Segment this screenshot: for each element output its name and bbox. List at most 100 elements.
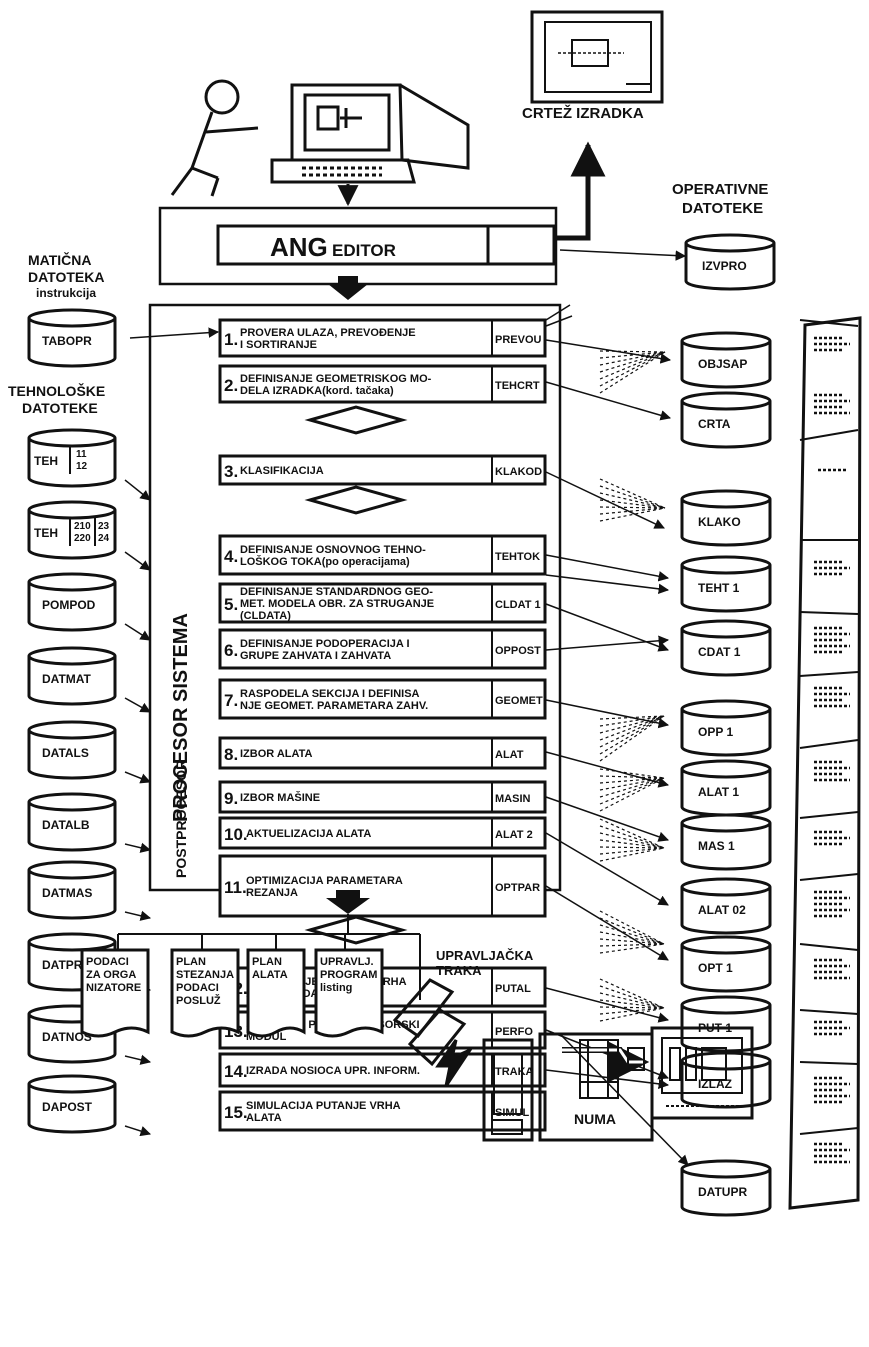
step-code: TEHCRT (495, 380, 540, 392)
datafile-label: TEH (34, 454, 58, 468)
step-code: OPTPAR (495, 882, 540, 894)
datafile-label: CDAT 1 (698, 645, 741, 659)
datafile-label: POMPOD (42, 598, 96, 612)
data-flow-line (599, 1006, 665, 1009)
datafile-label: TEHT 1 (698, 581, 740, 595)
connection-line (124, 1125, 152, 1137)
connection-line (124, 910, 152, 921)
process-step: 5.DEFINISANJE STANDARDNOG GEO-MET. MODEL… (218, 582, 547, 624)
datafile-label: DATALB (42, 818, 90, 832)
printout-fold (799, 429, 859, 441)
step-text: LOŠKOG TOKA(po operacijama) (240, 555, 410, 568)
data-flow-line (599, 847, 665, 862)
data-flow-line (599, 825, 665, 849)
data-flow-line (599, 847, 665, 855)
data-flow-line (599, 485, 666, 509)
printout-fold (799, 611, 859, 615)
data-flow-line (599, 351, 666, 394)
datafile-label: DATMAS (42, 886, 92, 900)
step-code: KLAKOD (495, 466, 542, 478)
step-number: 3. (224, 462, 238, 481)
maticna-title-line2: DATOTEKA (28, 269, 104, 285)
step-text: AKTUELIZACIJA ALATA (246, 828, 371, 840)
datafile-cylinder: DATMAT (27, 646, 117, 706)
output-document-text: STEZANJA (176, 969, 234, 981)
datafile-cylinder: OPT 1 (680, 935, 772, 993)
step-code: GEOMET (495, 695, 543, 707)
datafile-cylinder: CDAT 1 (680, 619, 772, 677)
printout-fold (799, 671, 859, 677)
step-code: ALAT 2 (495, 829, 533, 841)
connection-line (124, 697, 151, 713)
procesor-vertical-label: PROCESOR SISTEMA (170, 613, 192, 822)
step-number: 11. (224, 878, 247, 897)
connection-line (545, 832, 669, 906)
control-tape-icon (392, 978, 475, 1087)
datafile-cylinder: ALAT 02 (680, 877, 772, 935)
connection-line (545, 885, 669, 961)
datafile-cylinder: DATUPR (680, 1159, 772, 1217)
printout-paper (788, 316, 862, 1210)
editor-to-drawing-line (556, 141, 606, 241)
datafile-label: MAS 1 (698, 839, 735, 853)
datafile-label: ALAT 1 (698, 785, 739, 799)
step-text: KLASIFIKACIJA (240, 465, 324, 477)
output-document-text: ZA ORGA (86, 969, 136, 981)
data-flow-line (599, 715, 665, 741)
process-step: 4.DEFINISANJE OSNOVNOG TEHNO-LOŠKOG TOKA… (218, 534, 547, 576)
step-text: SIMULACIJA PUTANJE VRHA (246, 1100, 401, 1112)
output-document-text: POSLUŽ (176, 994, 221, 1007)
datafile-label: TABOPR (42, 334, 92, 348)
datafile-label: DATMAT (42, 672, 92, 686)
data-flow-line (599, 943, 665, 947)
output-document-text: PLAN (176, 956, 206, 968)
connection-line (545, 635, 670, 651)
datafile-sub: 210 (74, 521, 91, 532)
step-number: 7. (224, 691, 238, 710)
maticna-title-line1: MATIČNA (28, 251, 92, 268)
processor-down-arrow (326, 890, 370, 914)
step-text: REZANJA (246, 887, 298, 899)
operator-figure (170, 79, 259, 197)
operativne-title-line1: OPERATIVNE (672, 181, 768, 198)
data-flow-line (599, 507, 666, 522)
process-step: 7.RASPODELA SEKCIJA I DEFINISANJE GEOMET… (218, 678, 547, 720)
data-flow-line (599, 931, 665, 945)
step-text: ALATA (246, 1112, 282, 1124)
cnc-machine-icon (482, 1032, 654, 1142)
step-code: TRAKA (495, 1066, 534, 1078)
data-flow-line (599, 351, 666, 380)
datafile-label: TEH (34, 526, 58, 540)
data-flow-line (599, 777, 665, 784)
upravljacka-label-line2: TRAKA (436, 963, 482, 978)
process-step: 2.DEFINISANJE GEOMETRISKOG MO-DELA IZRAD… (218, 364, 547, 404)
output-document-text: PLAN (252, 956, 282, 968)
data-flow-line (599, 917, 665, 945)
datafile-label: OPT 1 (698, 961, 733, 975)
printout-fold (799, 739, 859, 749)
operativne-title-line2: DATOTEKE (682, 200, 763, 217)
data-flow-line (599, 777, 665, 812)
data-flow-line (599, 1007, 665, 1015)
printout-fold (799, 1009, 859, 1015)
data-flow-line (599, 985, 665, 1009)
data-flow-line (599, 492, 666, 509)
step-number: 4. (224, 547, 238, 566)
connection-line (545, 381, 672, 421)
editor-box (216, 224, 556, 266)
datafile-label: CRTA (698, 417, 731, 431)
output-document-text: listing (320, 982, 352, 994)
connection-line (124, 479, 151, 501)
step-code: TEHTOK (495, 551, 540, 563)
connection-line (545, 574, 670, 595)
data-flow-line (599, 992, 665, 1009)
printout-fold (799, 319, 859, 327)
step-text: I SORTIRANJE (240, 339, 317, 351)
